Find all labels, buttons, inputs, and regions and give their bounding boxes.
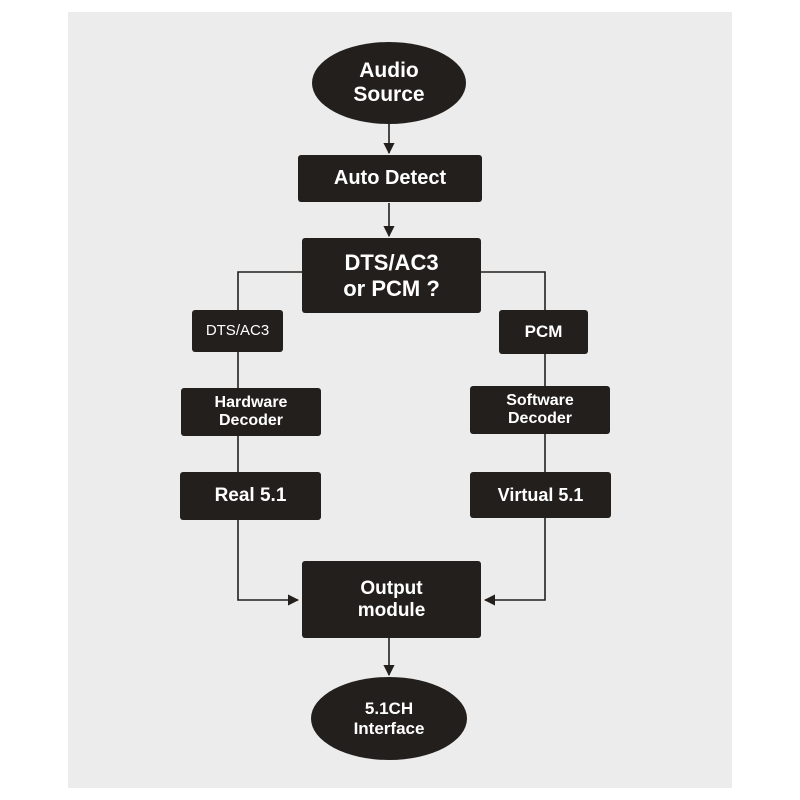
real-51-node: Real 5.1 xyxy=(180,472,321,520)
dts-ac3-node: DTS/AC3 xyxy=(192,310,283,352)
connector-real-to-output xyxy=(237,520,300,606)
audio-source-line-2: Source xyxy=(353,83,425,106)
virtual-51-label: Virtual 5.1 xyxy=(497,484,584,505)
interface-node: 5.1CH Interface xyxy=(311,677,467,760)
output-module-line-1: Output xyxy=(360,577,423,599)
software-decoder-line-1: Software xyxy=(506,391,574,409)
diagram-panel xyxy=(68,12,732,788)
interface-line-2: Interface xyxy=(353,718,425,738)
virtual-51-node: Virtual 5.1 xyxy=(470,472,611,518)
audio-source-line-1: Audio xyxy=(359,58,419,82)
auto-detect-node: Auto Detect xyxy=(298,155,482,202)
connector-decision-to-pcm xyxy=(481,271,546,310)
decision-line-2: or PCM ? xyxy=(343,275,440,301)
decision-node: DTS/AC3 or PCM ? xyxy=(302,238,481,313)
output-module-node: Output module xyxy=(302,561,481,638)
pcm-label: PCM xyxy=(524,322,563,342)
real-51-label: Real 5.1 xyxy=(214,485,287,507)
software-decoder-node: Software Decoder xyxy=(470,386,610,434)
dts-ac3-label: DTS/AC3 xyxy=(205,322,270,340)
auto-detect-label: Auto Detect xyxy=(333,167,447,189)
output-module-line-2: module xyxy=(357,599,426,621)
decision-line-1: DTS/AC3 xyxy=(344,250,439,276)
hardware-decoder-line-1: Hardware xyxy=(214,393,288,411)
software-decoder-line-2: Decoder xyxy=(507,410,573,427)
hardware-decoder-line-2: Decoder xyxy=(218,412,284,429)
audio-source-node: Audio Source xyxy=(312,42,466,124)
interface-line-1: 5.1CH xyxy=(364,698,414,718)
connector-decision-to-dts xyxy=(237,271,302,310)
pcm-node: PCM xyxy=(499,310,588,354)
connector-virtual-to-output xyxy=(483,518,546,606)
hardware-decoder-node: Hardware Decoder xyxy=(181,388,321,436)
